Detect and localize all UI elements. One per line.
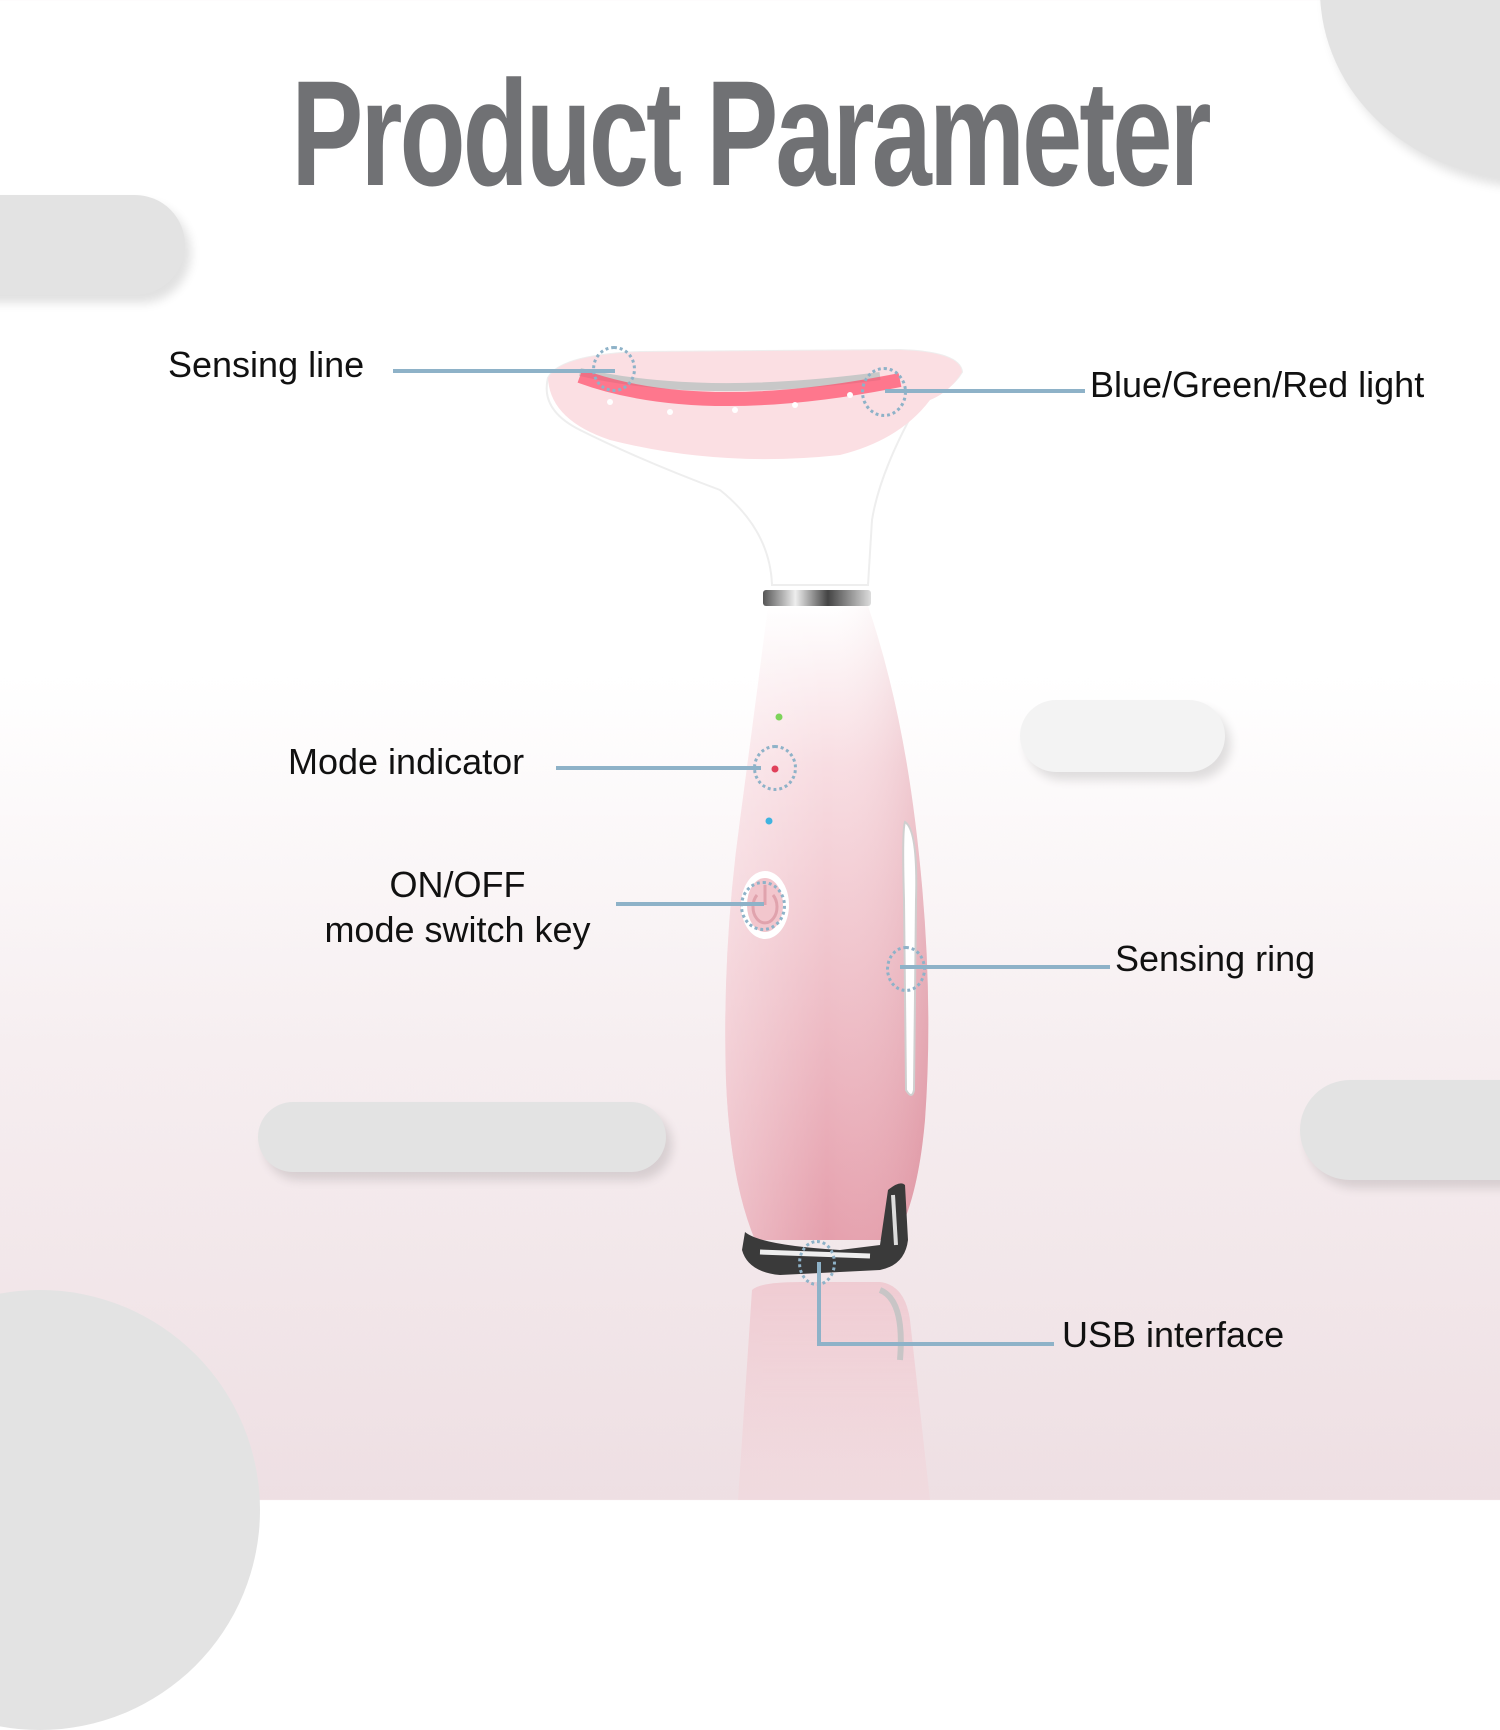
device-reflection: [738, 1282, 930, 1500]
power-key-label-line1: ON/OFF: [389, 864, 526, 905]
callout-label-power-key-line1: ON/OFF: [300, 864, 615, 906]
leader-line-mode-indicator: [556, 766, 761, 770]
dot-ring-power-key: [740, 881, 786, 931]
callout-label-usb: USB interface: [1062, 1314, 1285, 1355]
dot-ring-light: [861, 367, 907, 417]
chrome-ring: [763, 590, 871, 606]
dot-ring-sensing-ring: [886, 946, 926, 992]
indicator-led-blue: [765, 817, 773, 825]
dot-ring-mode-indicator: [753, 745, 797, 791]
deco-pill-right-mid: [1020, 700, 1225, 772]
deco-pill-left-bottom: [258, 1102, 666, 1172]
dot-ring-usb: [798, 1240, 836, 1286]
deco-pill-left: [0, 195, 185, 295]
deco-pill-right-bottom: [1300, 1080, 1500, 1180]
dot-ring-sensing-line: [592, 346, 636, 392]
neck-device-illustration: [545, 348, 964, 1500]
page-title: Product Parameter: [291, 49, 1211, 217]
power-key-label-line2: mode switch key: [324, 909, 591, 950]
leader-line-usb-vertical: [817, 1262, 821, 1346]
leader-line-sensing-line: [393, 369, 615, 373]
callout-label-power-key-line2: mode switch key: [300, 909, 615, 951]
leader-line-light: [885, 389, 1085, 393]
indicator-led-green: [775, 713, 783, 721]
callout-label-mode-indicator: Mode indicator: [288, 741, 525, 782]
leader-line-power-key: [616, 902, 764, 906]
leader-line-usb-horizontal: [817, 1342, 1054, 1346]
callout-label-sensing-line: Sensing line: [168, 344, 365, 385]
callout-label-sensing-ring: Sensing ring: [1115, 938, 1316, 979]
leader-line-sensing-ring: [900, 965, 1110, 969]
callout-label-light: Blue/Green/Red light: [1090, 364, 1425, 405]
